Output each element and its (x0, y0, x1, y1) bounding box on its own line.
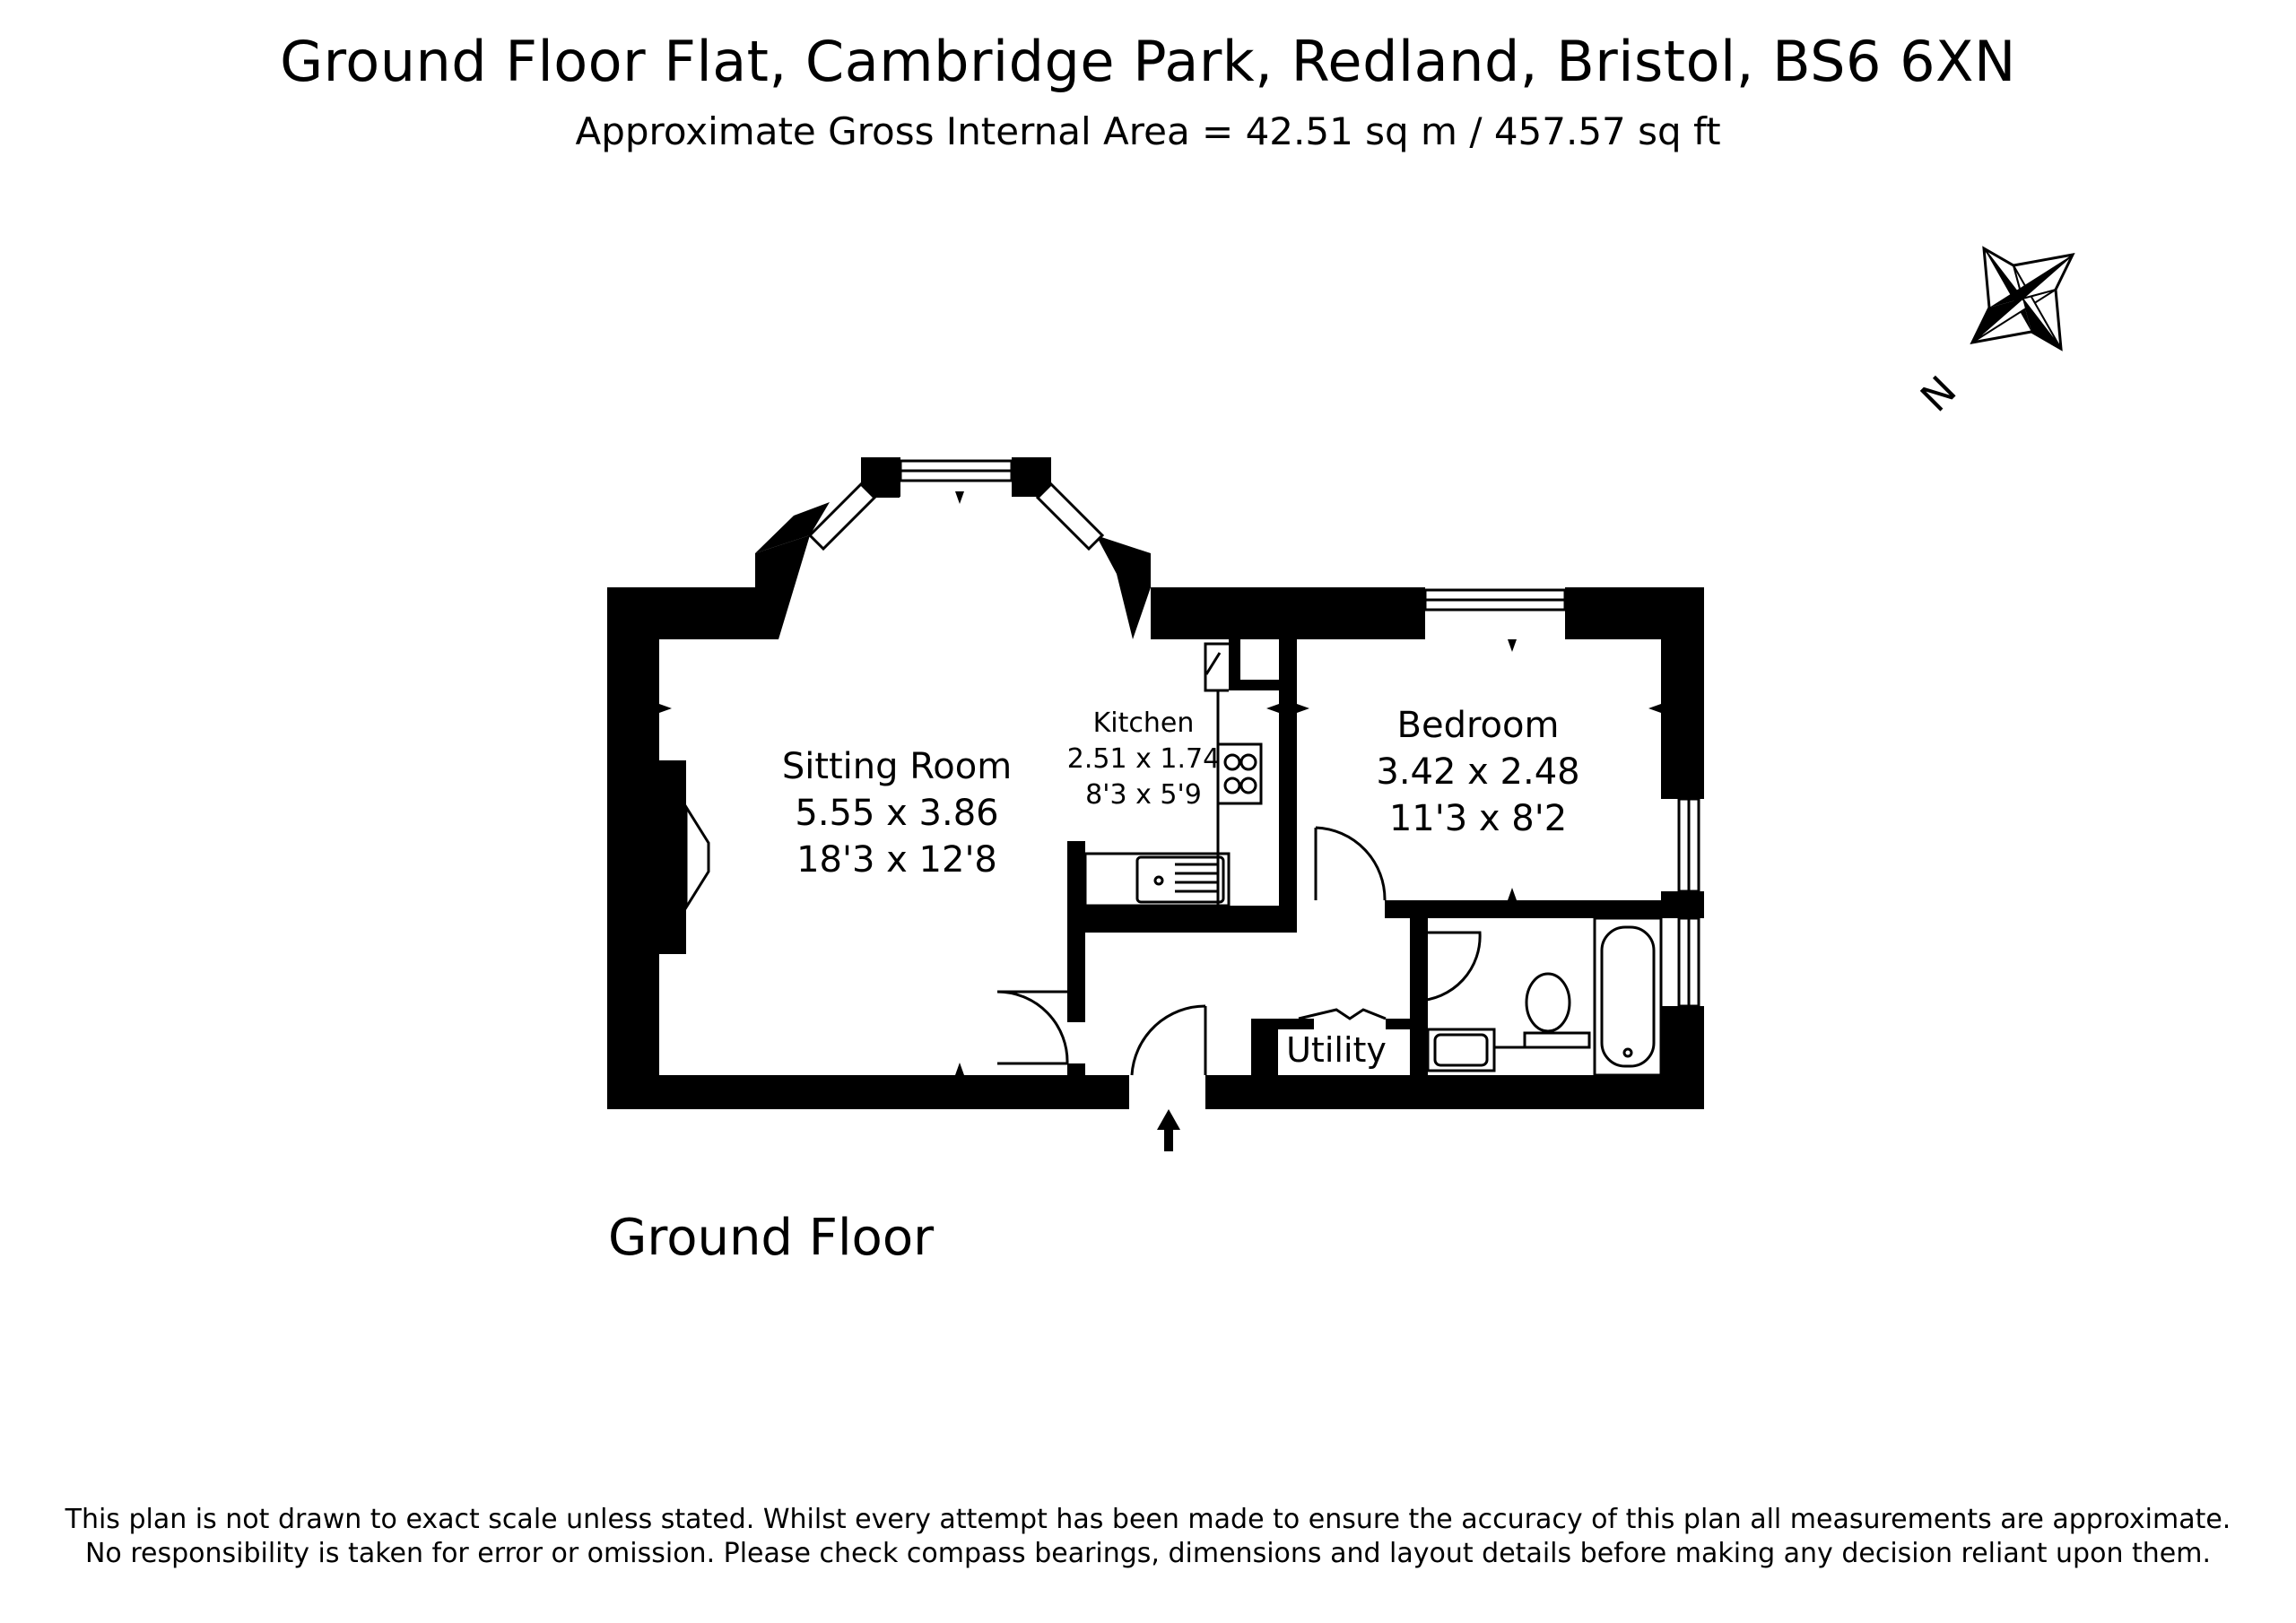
sitting-room-imperial: 18'3 x 12'8 (796, 839, 997, 881)
utility-name: Utility (1286, 1030, 1387, 1070)
kitchen-fittings (1083, 690, 1263, 907)
dimension-markers (659, 491, 1661, 1075)
bathroom-fittings (1426, 916, 1663, 1077)
floor-label: Ground Floor (608, 1209, 935, 1267)
bedroom-metric: 3.42 x 2.48 (1376, 751, 1579, 793)
plan-title: Ground Floor Flat, Cambridge Park, Redla… (280, 29, 2016, 94)
kitchen-metric: 2.51 x 1.74 (1067, 743, 1220, 775)
disclaimer-line-1: This plan is not drawn to exact scale un… (65, 1504, 2231, 1535)
sitting-room-name: Sitting Room (782, 746, 1012, 787)
sitting-room-metric: 5.55 x 3.86 (795, 793, 998, 834)
compass-icon (1970, 246, 2075, 352)
disclaimer-line-2: No responsibility is taken for error or … (84, 1538, 2211, 1569)
fireplace (684, 802, 710, 913)
kitchen-imperial: 8'3 x 5'9 (1085, 779, 1202, 811)
gross-area: Approximate Gross Internal Area = 42.51 … (575, 109, 1721, 153)
doors (996, 642, 1482, 1076)
bedroom-imperial: 11'3 x 8'2 (1389, 798, 1567, 839)
kitchen-name: Kitchen (1093, 707, 1195, 739)
walls (607, 457, 1704, 1109)
disclaimer: This plan is not drawn to exact scale un… (0, 1503, 2296, 1571)
bedroom-name: Bedroom (1397, 705, 1560, 746)
windows (807, 459, 1700, 1008)
chimney-breast (659, 760, 686, 954)
entrance-arrow-icon (1157, 1109, 1180, 1151)
compass-north-label: N (1912, 368, 1965, 421)
